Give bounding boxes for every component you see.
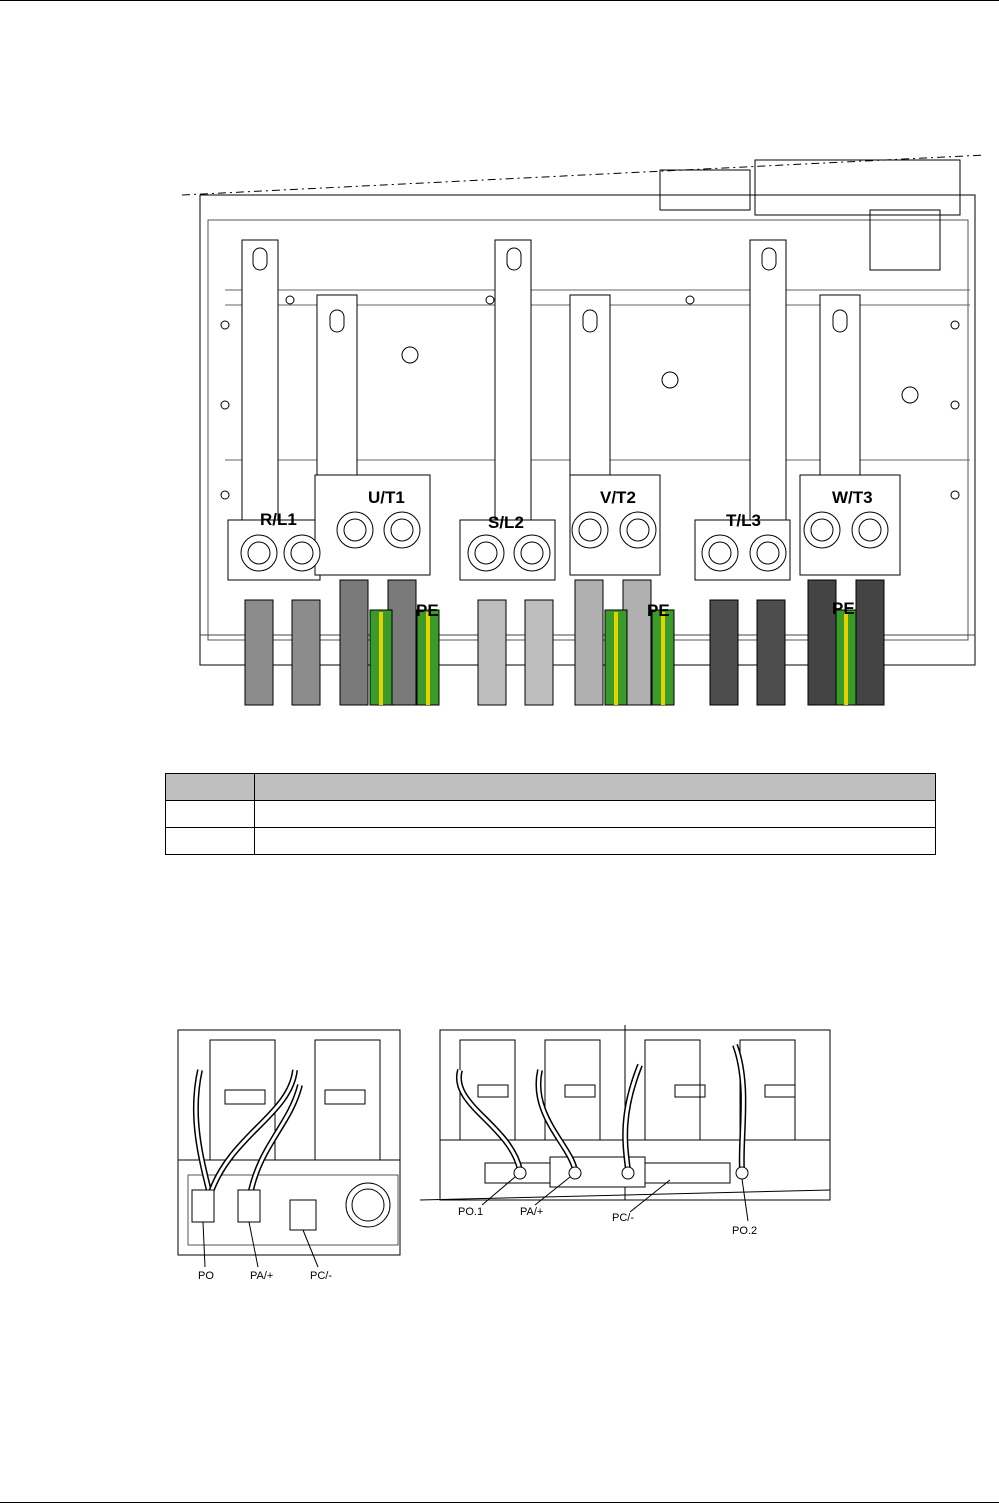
terminal-wiring-figure: R/L1 U/T1 S/L2 V/T2 T/L3 W/T3 PE PE PE	[181, 154, 986, 706]
terminal-callout: PO.1	[458, 1206, 483, 1218]
terminal-label: V/T2	[600, 488, 636, 507]
table-row	[165, 827, 936, 855]
table-header-row	[165, 773, 936, 801]
dc-bus-figure-right: PO.1 PA/+ PC/- PO.2	[420, 1025, 831, 1237]
terminal-label: S/L2	[488, 513, 524, 532]
footer-rule	[0, 1502, 999, 1503]
terminal-callout: PC/-	[310, 1270, 332, 1282]
terminal-table	[165, 773, 936, 855]
terminal-label: R/L1	[260, 510, 297, 529]
terminal-callout: PC/-	[612, 1212, 634, 1224]
table-cell	[165, 773, 255, 801]
header-rule	[0, 0, 999, 1]
terminal-label: T/L3	[726, 511, 761, 530]
pe-label: PE	[647, 601, 670, 620]
table-cell	[254, 773, 936, 801]
table-cell	[254, 800, 936, 828]
terminal-label: U/T1	[368, 488, 405, 507]
dc-bus-figure-left: PO PA/+ PC/-	[177, 1029, 401, 1282]
terminal-callout: PO.2	[732, 1225, 757, 1237]
pe-label: PE	[416, 601, 439, 620]
terminal-callout: PA/+	[250, 1270, 273, 1282]
pe-label: PE	[832, 599, 855, 618]
terminal-callout: PO	[198, 1270, 214, 1282]
terminal-label: W/T3	[832, 488, 873, 507]
table-row	[165, 800, 936, 828]
terminal-callout: PA/+	[520, 1206, 543, 1218]
table-cell	[254, 827, 936, 855]
table-cell	[165, 827, 255, 855]
table-cell	[165, 800, 255, 828]
